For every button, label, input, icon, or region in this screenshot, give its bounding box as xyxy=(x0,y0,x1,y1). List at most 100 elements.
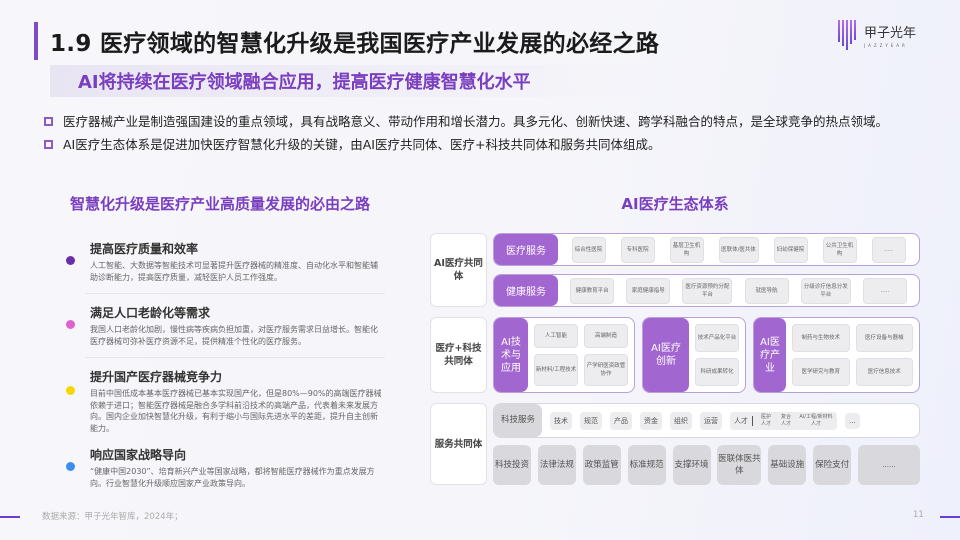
chip: 基层卫生机构 xyxy=(669,236,704,263)
chip: 公共卫生机构 xyxy=(822,236,857,263)
logo-bars-icon xyxy=(838,20,856,50)
talent-group: 人才 医护人才 复合人才 AI/工程/新材料人才 xyxy=(730,411,837,430)
chip: 高端制造 xyxy=(584,324,628,348)
svc-item: 产品 xyxy=(610,411,632,430)
svc-item: 组织 xyxy=(670,411,692,430)
page-title: 1.9 医疗领域的智慧化升级是我国医疗产业发展的必经之路 xyxy=(50,31,660,57)
chip: 人工智能 xyxy=(534,324,578,348)
footer-accent-right xyxy=(940,516,960,518)
svc-item: 技术 xyxy=(550,411,572,430)
point-desc: 我国人口老龄化加剧，慢性病等疾病负担加重，对医疗服务需求日益增长。智能化医疗器械… xyxy=(90,325,378,346)
point-desc: 目前中国低成本基本医疗器械已基本实现国产化，但是80%—90%的高端医疗器械依赖… xyxy=(90,389,382,433)
page-number: 11 xyxy=(913,510,924,520)
square-bullet-icon xyxy=(44,117,53,126)
row-medical-service: 医疗服务 综合性医院 专科医院 基层卫生机构 医联体/医共体 妇幼保健院 公共卫… xyxy=(493,233,920,266)
talent-label: 人才 xyxy=(734,415,753,426)
purple-dot-icon xyxy=(66,256,75,265)
blue-dot-icon xyxy=(66,462,75,471)
page-subtitle: AI将持续在医疗领域融合应用，提高医疗健康智慧化水平 xyxy=(78,72,531,93)
chip: 医联体/医共体 xyxy=(718,236,759,263)
chip: ..... xyxy=(871,236,906,263)
point-item: 提升国产医疗器械竞争力 目前中国低成本基本医疗器械已基本实现国产化，但是80%—… xyxy=(55,368,385,434)
chip: 新材料/工程技术 xyxy=(534,354,578,386)
point-title: 响应国家战略导向 xyxy=(90,448,187,462)
point-item: 响应国家战略导向 “健康中国2030”、培育新兴产业等国家战略，都将智能医疗器械… xyxy=(55,446,385,489)
brand-logo: 甲子光年 JAZZYEAR xyxy=(838,20,916,50)
chip: 分级诊疗信息分发平台 xyxy=(800,277,851,304)
point-item: 满足人口老龄化等需求 我国人口老龄化加剧，慢性病等疾病负担加重，对医疗服务需求日… xyxy=(55,304,385,347)
svc-item: 资金 xyxy=(640,411,662,430)
svc-cell: 政策监管 xyxy=(582,445,621,485)
group-ai-community: AI医疗共同体 xyxy=(430,233,487,307)
chip: 医疗设备与器械 xyxy=(855,324,913,352)
talent-item: 医护人才 xyxy=(760,413,771,427)
chip: 医疗资源预约分配平台 xyxy=(682,277,733,304)
chip: 专科医院 xyxy=(620,236,655,263)
svc-item: 运营 xyxy=(700,411,722,430)
pink-dot-icon xyxy=(66,320,75,329)
chip: 医学研究与教育 xyxy=(792,358,850,386)
divider xyxy=(85,293,385,294)
divider xyxy=(85,357,385,358)
square-bullet-icon xyxy=(44,140,53,149)
group-service-community: 服务共同体 xyxy=(430,403,487,485)
point-desc: “健康中国2030”、培育新兴产业等国家战略，都将智能医疗器械作为重点发展方向。… xyxy=(90,467,375,488)
bullet-item: AI医疗生态体系是促进加快医疗智慧化升级的关键，由AI医疗共同体、医疗+科技共同… xyxy=(44,136,914,153)
svc-cell: 法律法规 xyxy=(537,445,576,485)
point-item: 提高医疗质量和效率 人工智能、大数据等智能技术可显著提升医疗器械的精准度、自动化… xyxy=(55,240,385,283)
ai-medical-ecosystem-diagram: AI医疗共同体 医疗服务 综合性医院 专科医院 基层卫生机构 医联体/医共体 妇… xyxy=(430,233,920,488)
svc-cell-more: ...... xyxy=(858,445,920,485)
row-tech-service: 科技服务 技术 规范 产品 资金 组织 运营 人才 医护人才 复合人才 AI/工… xyxy=(493,403,920,438)
talent-item: AI/工程/新材料人才 xyxy=(799,413,833,427)
bullet-text: AI医疗生态体系是促进加快医疗智慧化升级的关键，由AI医疗共同体、医疗+科技共同… xyxy=(63,137,661,152)
chip: 综合性医院 xyxy=(571,236,606,263)
svc-cell: 保险支付 xyxy=(813,445,852,485)
chip: 家庭健康指导 xyxy=(626,277,671,304)
bullet-item: 医疗器械产业是制造强国建设的重点领域，具有战略意义、带动作用和增长潜力。具多元化… xyxy=(44,113,914,130)
upgrade-points: 提高医疗质量和效率 人工智能、大数据等智能技术可显著提升医疗器械的精准度、自动化… xyxy=(55,240,385,489)
box-head: AI技术与应用 xyxy=(494,318,528,392)
point-title: 提升国产医疗器械竞争力 xyxy=(90,370,223,384)
group-med-tech-community: 医疗+科技共同体 xyxy=(430,317,487,393)
logo-name: 甲子光年 xyxy=(864,26,917,41)
row-head: 健康服务 xyxy=(494,275,558,306)
box-head: AI医疗创新 xyxy=(643,318,689,392)
point-title: 提高医疗质量和效率 xyxy=(90,242,199,256)
title-bar: 1.9 医疗领域的智慧化升级是我国医疗产业发展的必经之路 xyxy=(34,22,659,60)
left-panel-heading: 智慧化升级是医疗产业高质量发展的必由之路 xyxy=(69,195,370,213)
point-title: 满足人口老龄化等需求 xyxy=(90,306,211,320)
box-ai-industry: AI医疗产业 制药与生物技术 医疗设备与器械 医学研究与教育 医疗信息技术 xyxy=(753,317,920,393)
intro-bullets: 医疗器械产业是制造强国建设的重点领域，具有战略意义、带动作用和增长潜力。具多元化… xyxy=(44,113,914,159)
data-source: 数据来源：甲子光年智库，2024年； xyxy=(42,512,183,522)
svc-item-more: ... xyxy=(845,412,860,429)
svc-cell: 支撑环境 xyxy=(672,445,711,485)
chip: 就医导航 xyxy=(744,277,789,304)
chip: 健康教育平台 xyxy=(570,277,615,304)
row-head: 医疗服务 xyxy=(494,234,558,265)
subtitle-band: AI将持续在医疗领域融合应用，提高医疗健康智慧化水平 xyxy=(50,65,770,97)
right-panel-heading: AI医疗生态体系 xyxy=(621,195,729,213)
svc-cell: 医联体医共体 xyxy=(717,445,762,485)
chip: 妇幼保健院 xyxy=(773,236,808,263)
chip: 医疗信息技术 xyxy=(855,358,913,386)
yellow-dot-icon xyxy=(66,386,75,395)
point-desc: 人工智能、大数据等智能技术可显著提升医疗器械的精准度、自动化水平和智能辅助诊断能… xyxy=(90,261,378,282)
box-head: AI医疗产业 xyxy=(754,318,786,392)
svc-item: 规范 xyxy=(580,411,602,430)
box-ai-innovation: AI医疗创新 技术产品化平台 科研成果转化 xyxy=(642,317,746,393)
box-ai-tech: AI技术与应用 人工智能 高端制造 新材料/工程技术 产学研医资政管协作 xyxy=(493,317,635,393)
chip: 产学研医资政管协作 xyxy=(584,354,628,386)
bullet-text: 医疗器械产业是制造强国建设的重点领域，具有战略意义、带动作用和增长潜力。具多元化… xyxy=(63,114,889,129)
talent-item: 复合人才 xyxy=(780,413,791,427)
chip: 科研成果转化 xyxy=(695,358,739,386)
logo-sub: JAZZYEAR xyxy=(864,43,908,48)
footer-accent-left xyxy=(0,516,20,518)
chip: 制药与生物技术 xyxy=(792,324,850,352)
svc-cell: 科技投资 xyxy=(493,445,531,485)
chip: 技术产品化平台 xyxy=(695,324,739,352)
chip: ..... xyxy=(862,277,907,304)
row-service-cells: 科技投资 法律法规 政策监管 标准规范 支撑环境 医联体医共体 基础设施 保险支… xyxy=(493,445,920,485)
svc-cell: 基础设施 xyxy=(768,445,807,485)
svc-cell: 标准规范 xyxy=(627,445,666,485)
row-health-service: 健康服务 健康教育平台 家庭健康指导 医疗资源预约分配平台 就医导航 分级诊疗信… xyxy=(493,274,920,307)
